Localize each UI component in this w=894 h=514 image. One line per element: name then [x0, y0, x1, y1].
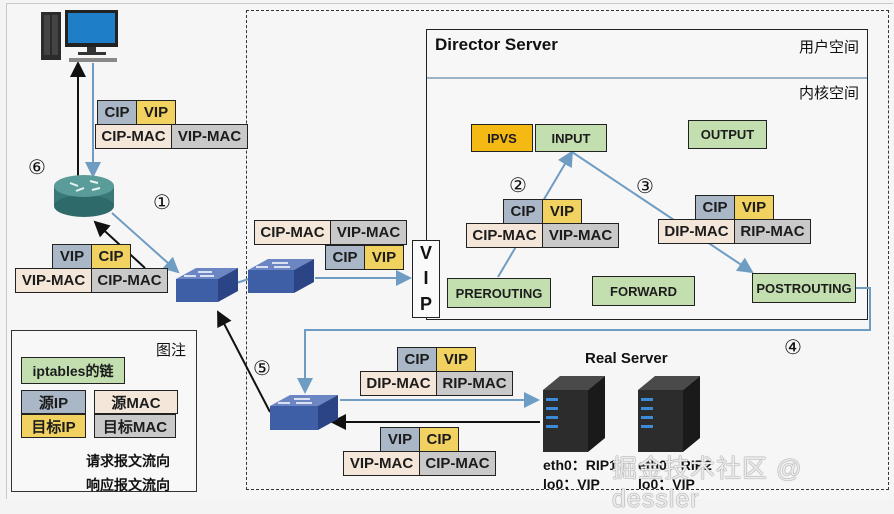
legend-src-mac-swatch: 源MAC — [94, 390, 178, 414]
packet-dst-mac: CIP-MAC — [419, 451, 496, 476]
packet-dst-mac: RIP-MAC — [734, 219, 811, 244]
packet-src-ip: VIP — [380, 427, 420, 452]
vip-letter: I — [423, 268, 429, 289]
vip-letter: V — [419, 243, 432, 264]
packet-src-mac: VIP-MAC — [343, 451, 420, 476]
packet-dst-ip: CIP — [91, 244, 131, 269]
packet-src-ip: CIP — [397, 347, 437, 372]
flow-input-to-postrouting — [571, 151, 754, 274]
request-arrow-router-to-switch — [111, 212, 180, 274]
packet-src-ip: CIP — [695, 195, 735, 220]
packet-src-mac: DIP-MAC — [658, 219, 735, 244]
rs1-eth0-label: eth0：RIP1 — [543, 457, 617, 473]
chain-output: OUTPUT — [688, 120, 767, 149]
packet-dst-ip: VIP — [436, 347, 476, 372]
step-6-label: ⑥ — [28, 155, 46, 179]
packet-dst-ip: VIP — [364, 245, 404, 270]
packet-dst-mac: VIP-MAC — [171, 124, 248, 149]
real-server-icon-2 — [638, 376, 700, 452]
switch-icon-2 — [248, 259, 314, 293]
step-1-label: ① — [153, 190, 171, 214]
chain-postrouting: POSTROUTING — [752, 273, 856, 303]
real-server-title: Real Server — [585, 350, 668, 367]
packet-src-mac: CIP-MAC — [466, 223, 543, 248]
response-arrow-switch3-to-switch1 — [217, 310, 271, 413]
switch-icon-3 — [270, 395, 338, 430]
rs2-lo0-label: lo0：VIP — [638, 476, 695, 492]
packet-src-mac: CIP-MAC — [254, 220, 331, 245]
packet-src-mac: VIP-MAC — [15, 268, 92, 293]
vip-interface: V I P — [412, 240, 440, 318]
packet-dst-mac: VIP-MAC — [542, 223, 619, 248]
packet-dst-mac: RIP-MAC — [436, 371, 513, 396]
lvs-cluster-boundary — [246, 10, 889, 490]
director-title: Director Server — [435, 35, 558, 54]
step-4-label: ④ — [784, 335, 802, 359]
flow-postrouting-to-switch3 — [297, 287, 871, 394]
rs1-lo0-label: lo0：VIP — [543, 476, 600, 492]
packet-src-mac: CIP-MAC — [95, 124, 172, 149]
packet-src-ip: CIP — [503, 199, 543, 224]
chain-forward: FORWARD — [592, 276, 695, 306]
user-space-label: 用户空间 — [798, 39, 859, 56]
user-kernel-divider — [427, 77, 867, 79]
packet-src-ip: VIP — [52, 244, 92, 269]
kernel-space-label: 内核空间 — [798, 85, 859, 102]
real-server-icon-1 — [543, 376, 605, 452]
chain-ipvs: IPVS — [471, 124, 533, 152]
packet-dst-mac: VIP-MAC — [330, 220, 407, 245]
packet-src-mac: DIP-MAC — [360, 371, 437, 396]
legend-response-label: 响应报文流向 — [86, 477, 170, 493]
vip-letter: P — [419, 293, 432, 314]
step-3-label: ③ — [636, 174, 654, 198]
legend-dst-ip-swatch: 目标IP — [21, 414, 86, 438]
step-5-label: ⑤ — [253, 356, 271, 380]
legend-request-label: 请求报文流向 — [86, 453, 170, 469]
step-2-label: ② — [509, 173, 527, 197]
watermark: 掘金技术社区 @ dessler — [612, 455, 803, 513]
rs2-eth0-label: eth0：RIP2 — [638, 457, 712, 473]
switch-icon-1 — [176, 268, 238, 302]
legend-chain-swatch: iptables的链 — [21, 357, 125, 384]
client-computer-icon — [41, 10, 118, 62]
legend-src-ip-swatch: 源IP — [21, 390, 86, 414]
packet-src-ip: CIP — [97, 100, 137, 125]
packet-dst-ip: VIP — [734, 195, 774, 220]
router-icon — [54, 175, 114, 217]
legend-dst-mac-swatch: 目标MAC — [94, 414, 176, 438]
chain-input: INPUT — [535, 124, 607, 152]
legend-title: 图注 — [155, 342, 186, 359]
flow-arrows — [20, 10, 871, 491]
packet-src-ip: CIP — [325, 245, 365, 270]
packet-dst-ip: VIP — [136, 100, 176, 125]
director-server: Director Server 用户空间 内核空间 — [426, 29, 868, 320]
packet-dst-ip: VIP — [542, 199, 582, 224]
packet-dst-ip: CIP — [419, 427, 459, 452]
chain-prerouting: PREROUTING — [447, 278, 551, 308]
packet-dst-mac: CIP-MAC — [91, 268, 168, 293]
